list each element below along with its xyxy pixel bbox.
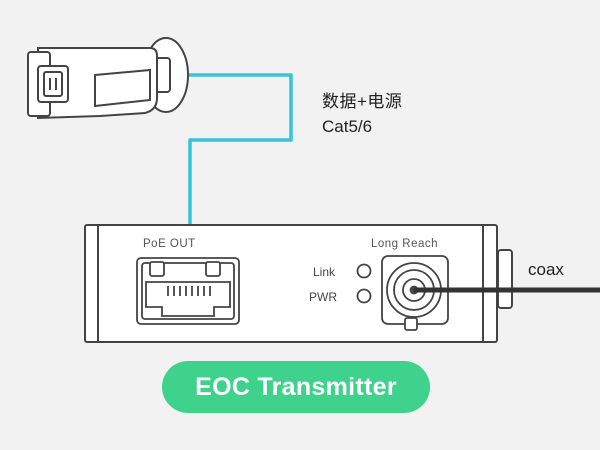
- coax-label: coax: [528, 260, 564, 279]
- poe-out-port-label: PoE OUT: [143, 238, 196, 250]
- long-reach-label: Long Reach: [371, 238, 439, 250]
- bnc-connector-icon: [381, 255, 449, 331]
- device-title: EOC Transmitter: [195, 372, 397, 401]
- device-title-badge: EOC Transmitter: [162, 361, 430, 413]
- link-led-label: Link: [313, 265, 336, 279]
- pwr-led-icon: [356, 288, 372, 304]
- cable-label-data-power: 数据+电源: [322, 92, 403, 111]
- bullet-camera-icon: [27, 37, 189, 120]
- pwr-led-label: PWR: [309, 290, 337, 304]
- rj45-port-icon: [136, 257, 240, 325]
- cable-label-cat: Cat5/6: [322, 117, 373, 136]
- ethernet-cable: [175, 73, 293, 282]
- link-led-icon: [356, 263, 372, 279]
